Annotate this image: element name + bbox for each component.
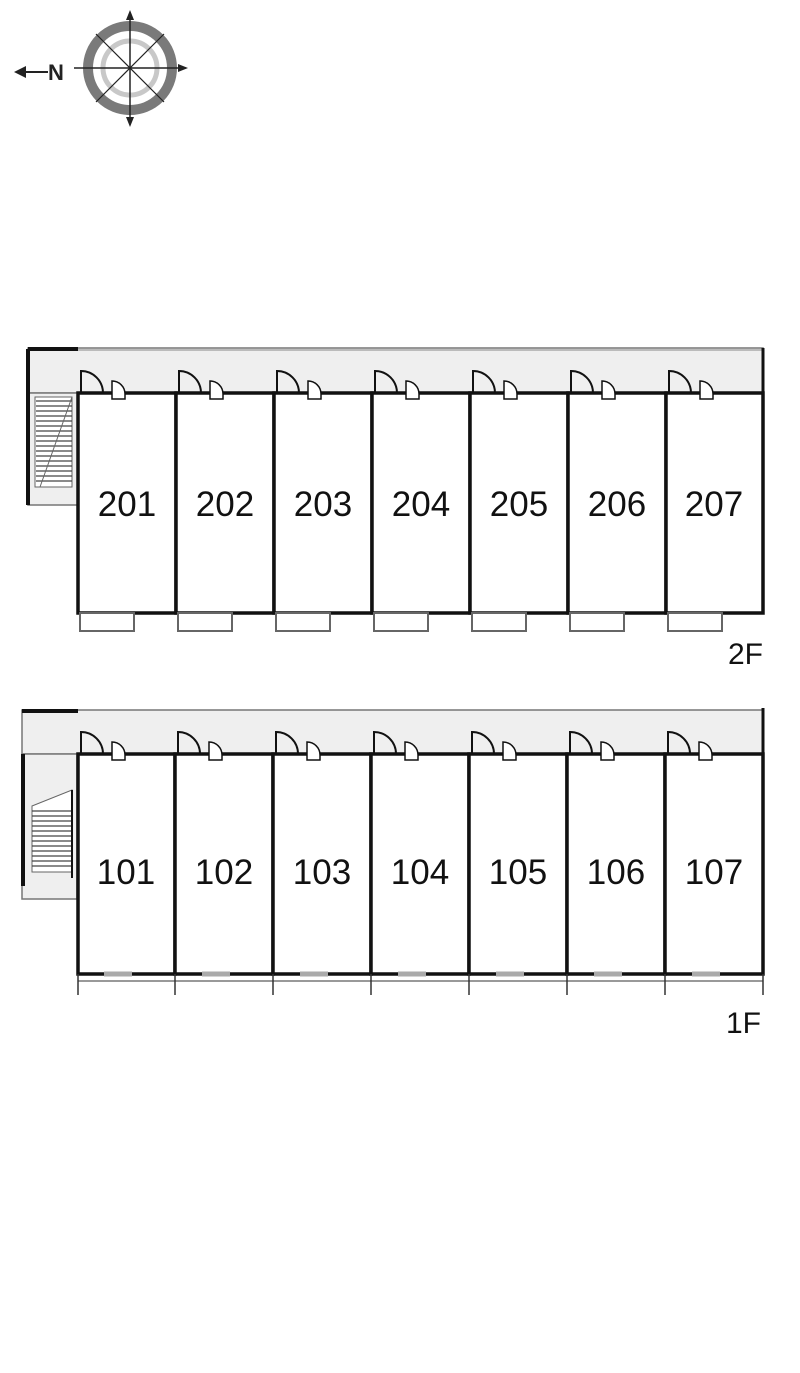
floor-label-1f: 1F: [726, 1007, 761, 1040]
unit-205: 205: [468, 369, 570, 632]
unit-105: 105: [467, 730, 569, 977]
unit-label: 101: [97, 853, 155, 892]
unit-202: 202: [174, 369, 276, 632]
unit-102: 102: [173, 730, 275, 977]
unit-103: 103: [271, 730, 373, 977]
unit-label: 106: [587, 853, 645, 892]
compass-icon: N: [14, 10, 188, 127]
floor-2f: 201 202 203 204 205: [26, 347, 765, 671]
unit-101: 101: [76, 730, 177, 977]
unit-label: 205: [490, 485, 548, 524]
unit-label: 203: [294, 485, 352, 524]
unit-203: 203: [272, 369, 374, 632]
unit-label: 202: [196, 485, 254, 524]
unit-201: 201: [76, 369, 178, 632]
unit-206: 206: [566, 369, 668, 632]
unit-label: 204: [392, 485, 450, 524]
unit-label: 207: [685, 485, 743, 524]
unit-label: 105: [489, 853, 547, 892]
unit-label: 206: [588, 485, 646, 524]
compass-north-label: N: [48, 60, 64, 85]
staircase-1f: [31, 789, 73, 878]
unit-106: 106: [565, 730, 667, 977]
unit-label: 102: [195, 853, 253, 892]
unit-104: 104: [369, 730, 471, 977]
unit-label: 107: [685, 853, 743, 892]
staircase-2f: [34, 396, 73, 488]
unit-label: 201: [98, 485, 156, 524]
corridor-1f: [21, 709, 764, 755]
unit-label: 104: [391, 853, 449, 892]
unit-204: 204: [370, 369, 472, 632]
unit-label: 103: [293, 853, 351, 892]
dimension-line-1f: [77, 974, 764, 995]
floor-label-2f: 2F: [728, 638, 763, 671]
unit-107: 107: [663, 730, 765, 977]
unit-207: 207: [664, 369, 765, 632]
floor-1f: 101 102 103 104 105: [21, 708, 765, 1040]
